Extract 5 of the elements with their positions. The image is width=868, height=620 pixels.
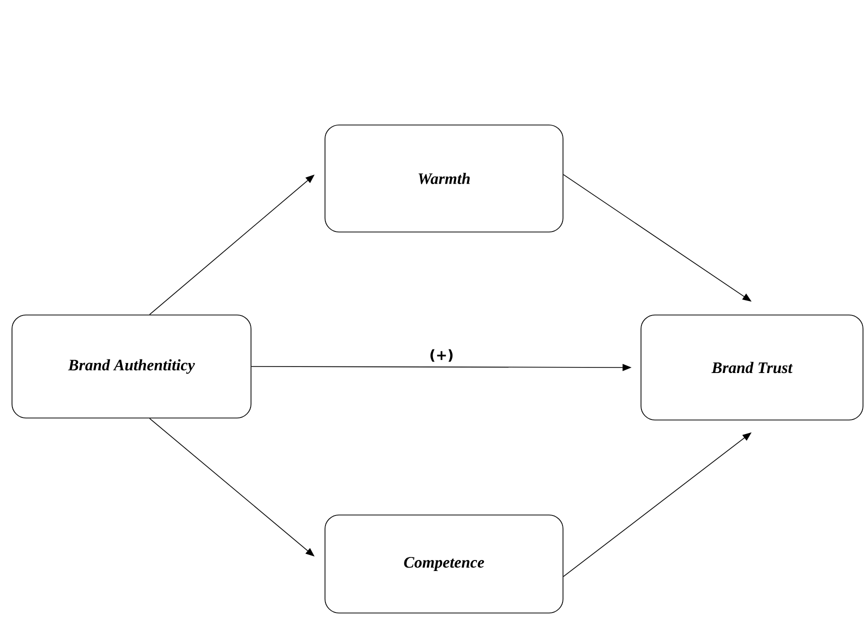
- rounded-box: Brand Authentiticy: [12, 314, 252, 418]
- edge-label: (+): [428, 348, 455, 363]
- rounded-box: Competence: [324, 514, 564, 614]
- rounded-box: Brand Trust: [640, 314, 864, 420]
- rounded-box: Warmth: [324, 124, 564, 232]
